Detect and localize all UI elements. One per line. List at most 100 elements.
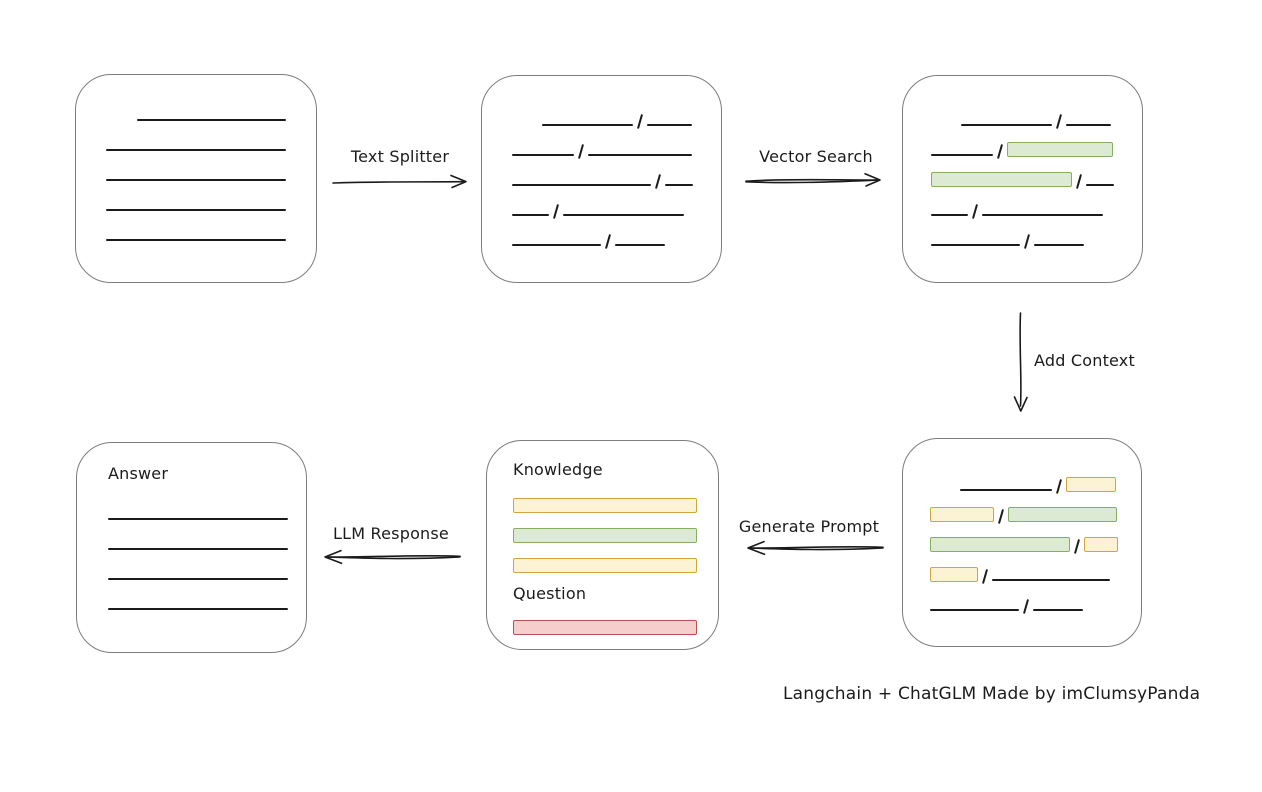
text-line [512, 244, 601, 246]
knowledge-label: Knowledge [513, 460, 603, 479]
text-chunks-lines [482, 76, 721, 249]
answer-label: Answer [108, 464, 169, 483]
question-bar [513, 607, 697, 635]
content-row [512, 97, 721, 129]
content-row [931, 217, 1142, 249]
content-row [931, 97, 1142, 129]
vector-matches-box [902, 75, 1143, 283]
text-splitter-label: Text Splitter [350, 147, 450, 166]
content-row [930, 552, 1141, 584]
answer-box: Answer [76, 442, 307, 653]
text-line [106, 149, 286, 151]
content-row [512, 217, 721, 249]
source-document-lines [76, 75, 316, 242]
content-row [930, 492, 1141, 524]
text-line [960, 489, 1052, 491]
text-line [931, 244, 1020, 246]
text-line [108, 578, 288, 580]
text-line [512, 214, 549, 216]
text-line [931, 154, 993, 156]
caption: Langchain + ChatGLM Made by imClumsyPand… [783, 684, 1201, 704]
text-line [1086, 184, 1114, 186]
text-line [563, 214, 684, 216]
content-row [931, 187, 1142, 219]
vector-search-arrow [745, 173, 881, 187]
text-line [647, 124, 692, 126]
prompt-box: Knowledge Question [486, 440, 719, 650]
content-row [512, 127, 721, 159]
content-row [930, 582, 1141, 614]
content-row [108, 521, 288, 551]
content-row [931, 127, 1142, 159]
indent-gap [931, 126, 961, 127]
generate-prompt-arrow [747, 540, 884, 556]
llm-response-arrow [324, 549, 461, 565]
content-row [513, 513, 697, 543]
content-row [930, 462, 1141, 494]
text-line [982, 214, 1103, 216]
knowledge-bars [513, 483, 697, 573]
text-line [930, 609, 1019, 611]
slash-separator [604, 234, 612, 249]
question-label: Question [513, 584, 587, 603]
slash-separator [1023, 234, 1031, 249]
yellow-highlight-bar [513, 558, 697, 573]
yellow-highlight-bar [513, 498, 697, 513]
context-chunks-lines [903, 439, 1141, 614]
text-line [108, 518, 288, 520]
content-row [106, 92, 316, 122]
green-highlight-bar [930, 537, 1070, 552]
yellow-highlight-bar [930, 507, 994, 522]
text-line [106, 179, 286, 181]
content-row [930, 522, 1141, 554]
vector-matches-lines [903, 76, 1142, 249]
content-row [106, 182, 316, 212]
text-line [1033, 609, 1083, 611]
text-line [1034, 244, 1084, 246]
generate-prompt-label: Generate Prompt [738, 517, 880, 536]
indent-gap [106, 121, 137, 122]
content-row [512, 187, 721, 219]
llm-response-label: LLM Response [333, 524, 449, 543]
text-splitter-arrow [332, 174, 467, 189]
content-row [108, 581, 288, 611]
indent-gap [930, 491, 960, 492]
source-document-box [75, 74, 317, 283]
yellow-highlight-bar [1066, 477, 1116, 492]
text-line [106, 239, 286, 241]
content-row [108, 491, 288, 521]
content-row [108, 551, 288, 581]
content-row [106, 122, 316, 152]
text-line [665, 184, 693, 186]
text-line [615, 244, 665, 246]
green-highlight-bar [513, 528, 697, 543]
content-row [512, 157, 721, 189]
content-row [513, 543, 697, 573]
text-line [1066, 124, 1111, 126]
text-line [137, 119, 286, 121]
add-context-arrow [1013, 312, 1028, 412]
content-row [106, 152, 316, 182]
green-highlight-bar [1008, 507, 1117, 522]
green-highlight-bar [931, 172, 1072, 187]
green-highlight-bar [1007, 142, 1113, 157]
content-row [931, 157, 1142, 189]
vector-search-label: Vector Search [759, 147, 873, 166]
text-line [931, 214, 968, 216]
text-line [106, 209, 286, 211]
yellow-highlight-bar [1084, 537, 1118, 552]
add-context-label: Add Context [1034, 351, 1135, 370]
content-row [106, 212, 316, 242]
text-chunks-box [481, 75, 722, 283]
text-line [992, 579, 1110, 581]
content-row [513, 483, 697, 513]
slash-separator [1022, 599, 1030, 614]
text-line [108, 548, 288, 550]
text-line [588, 154, 692, 156]
indent-gap [512, 126, 542, 127]
answer-lines [108, 491, 288, 611]
context-chunks-box [902, 438, 1142, 647]
text-line [961, 124, 1052, 126]
content-row [513, 607, 697, 635]
